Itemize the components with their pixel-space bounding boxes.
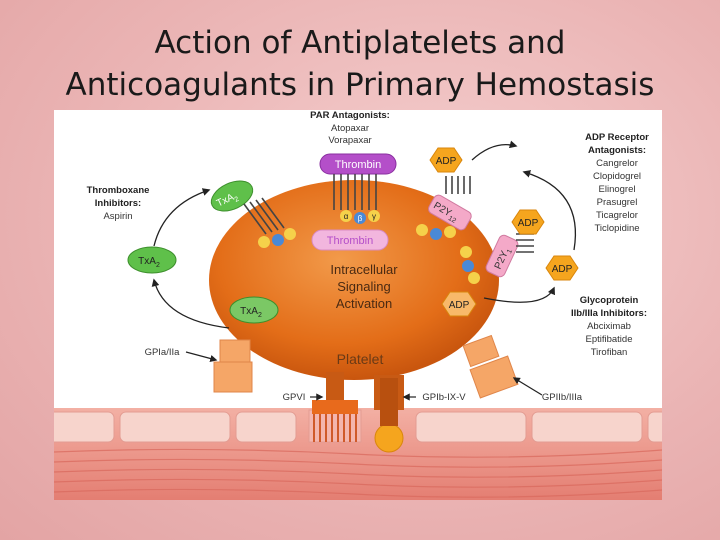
- gp-drug-1: Abciximab: [587, 321, 631, 332]
- adp-receptor-antagonists-label: ADP Receptor Antagonists: Cangrelor Clop…: [585, 132, 649, 234]
- slide-title: Action of Antiplatelets and Anticoagulan…: [0, 22, 720, 106]
- adp-label-2: ADP: [518, 218, 539, 229]
- adp-drug-4: Prasugrel: [597, 197, 638, 208]
- gp-inhibitors-label: Glycoprotein IIb/IIIa Inhibitors: Abcixi…: [571, 295, 647, 358]
- tx-heading-2: Inhibitors:: [95, 198, 141, 209]
- adp-label-internal: ADP: [449, 300, 470, 311]
- adp-drug-2: Clopidogrel: [593, 171, 641, 182]
- signaling-line-1: Intracellular: [330, 262, 398, 277]
- adp-label-3: ADP: [552, 264, 573, 275]
- thrombin-receptor: Thrombin α β γ Thrombin: [311, 153, 397, 251]
- gpia-iia-label: GPIa/IIa: [145, 347, 181, 358]
- signaling-line-3: Activation: [336, 296, 392, 311]
- tx-drug-1: Aspirin: [103, 211, 132, 222]
- txa2-internal: TxA2: [229, 296, 279, 324]
- signaling-text: Intracellular Signaling Activation: [330, 262, 398, 311]
- tx-heading-1: Thromboxane: [87, 185, 150, 196]
- arrow-adp-out: [483, 286, 555, 303]
- adp-drug-3: Elinogrel: [599, 184, 636, 195]
- arrow-adp-top: [471, 140, 518, 161]
- txa2-free-label: TxA2: [138, 256, 160, 269]
- arrow-gpia: [185, 351, 218, 362]
- par-antagonists-label: PAR Antagonists: Atopaxar Vorapaxar: [310, 110, 390, 146]
- adp-molecule-3: ADP: [545, 255, 579, 281]
- adp-molecule-2: ADP: [511, 209, 545, 235]
- gp-drug-3: Tirofiban: [591, 347, 628, 358]
- gp-drug-2: Eptifibatide: [585, 334, 632, 345]
- thrombin-inner-label: Thrombin: [327, 235, 373, 247]
- platelet-label: Platelet: [337, 351, 384, 367]
- gpib-receptor: [374, 375, 404, 426]
- blood-vessel: [54, 408, 662, 500]
- txa2-free: TxA2: [127, 246, 177, 274]
- gamma-label-1: γ: [372, 212, 376, 221]
- txa2-internal-label: TxA2: [240, 306, 262, 319]
- p2y1-receptor: P2Y1: [460, 233, 534, 284]
- hemostasis-diagram: Thrombin α β γ Thrombin TxA2 TxA2: [54, 110, 662, 500]
- txa2-receptor: TxA2: [210, 180, 296, 248]
- gpia-iia-receptor: [213, 339, 253, 393]
- arrow-gpiib: [512, 377, 543, 396]
- beta-label-1: β: [358, 214, 363, 223]
- gpvi-label: GPVI: [283, 392, 306, 403]
- gpiib-iiia-label: GPIIb/IIIa: [542, 392, 583, 403]
- thromboxane-inhibitors-label: Thromboxane Inhibitors: Aspirin: [87, 185, 150, 222]
- arrow-adp-up: [522, 170, 576, 251]
- adp-molecule-internal: ADP: [441, 291, 477, 317]
- par-drug-2: Vorapaxar: [328, 135, 371, 146]
- adp-drug-1: Cangrelor: [596, 158, 638, 169]
- title-line-1: Action of Antiplatelets and: [154, 25, 566, 61]
- gp-heading-2: IIb/IIIa Inhibitors:: [571, 308, 647, 319]
- adp-heading-1: ADP Receptor: [585, 132, 649, 143]
- p2y12-receptor: P2Y12: [416, 176, 472, 240]
- alpha-label-1: α: [344, 212, 349, 221]
- adp-drug-5: Ticagrelor: [596, 210, 638, 221]
- thrombin-outer-label: Thrombin: [335, 159, 381, 171]
- adp-heading-2: Antagonists:: [588, 145, 646, 156]
- gpiib-iiia-receptor: [462, 334, 519, 399]
- arrow-txa2-out: [151, 278, 230, 329]
- par-drug-1: Atopaxar: [331, 123, 369, 134]
- gp-heading-1: Glycoprotein: [580, 295, 639, 306]
- par-heading: PAR Antagonists:: [310, 110, 390, 121]
- adp-drug-6: Ticlopidine: [594, 223, 639, 234]
- adp-molecule-1: ADP: [429, 147, 463, 173]
- gpvi-receptor: [312, 372, 358, 414]
- signaling-line-2: Signaling: [337, 279, 391, 294]
- arrow-txa2-in: [153, 188, 211, 247]
- title-line-2: Anticoagulants in Primary Hemostasis: [65, 67, 655, 103]
- gpib-ix-v-label: GPIb-IX-V: [422, 392, 466, 403]
- adp-label-1: ADP: [436, 156, 457, 167]
